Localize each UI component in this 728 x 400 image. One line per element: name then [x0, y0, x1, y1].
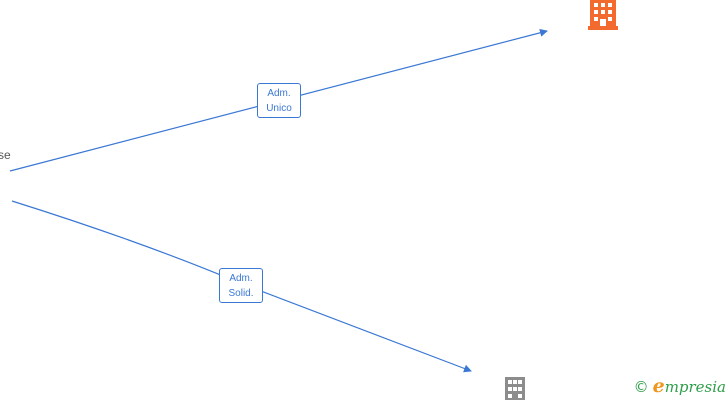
- building-icon[interactable]: [505, 377, 525, 400]
- building-icon[interactable]: [588, 0, 618, 30]
- role-line-1: Adm.: [267, 88, 291, 99]
- person-label[interactable]: se: [0, 148, 11, 162]
- copyright-icon: ©: [633, 378, 649, 396]
- role-line-1: Adm.: [229, 273, 253, 284]
- role-box-adm-solid[interactable]: Adm. Solid.: [219, 268, 263, 303]
- brand-name: mpresia: [664, 378, 726, 396]
- empresia-copyright: ©empresia: [634, 375, 726, 397]
- brand-initial: e: [652, 375, 665, 397]
- role-box-adm-unico[interactable]: Adm. Unico: [257, 83, 301, 118]
- role-line-2: Solid.: [228, 288, 254, 299]
- role-line-2: Unico: [266, 103, 292, 114]
